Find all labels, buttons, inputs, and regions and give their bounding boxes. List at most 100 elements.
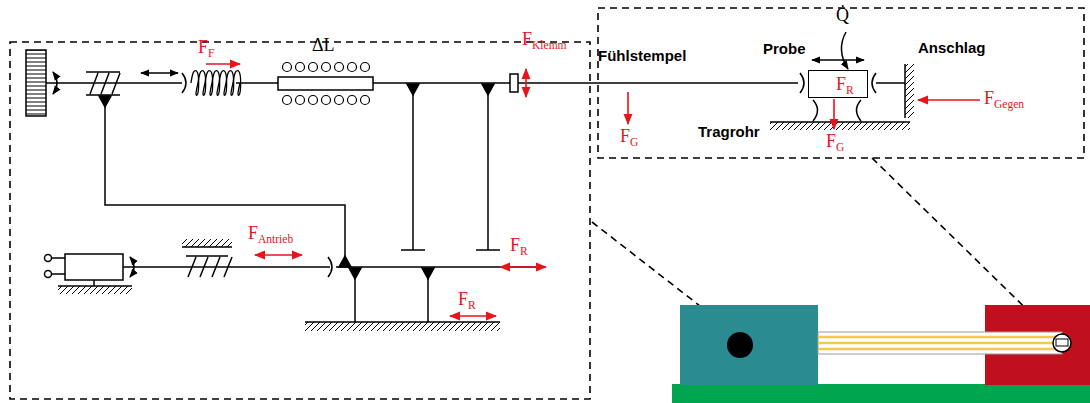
lower-drive (355, 279, 428, 322)
overview-apparatus (1053, 334, 1071, 352)
symbol-base: F (836, 74, 846, 94)
lower-drive (65, 254, 123, 280)
overview-apparatus (818, 332, 1062, 354)
upper-drive (401, 95, 500, 250)
symbol-subscript: Gegen (994, 98, 1024, 110)
force-symbol: FKlemm (522, 30, 567, 50)
sample-detail (812, 59, 864, 61)
coil-winding (361, 96, 370, 105)
symbol-base: F (248, 223, 258, 243)
lower-drive (45, 255, 52, 262)
force-symbol: FG (620, 127, 638, 147)
spring-coil (212, 71, 220, 96)
coil-winding (348, 96, 357, 105)
upper-drive (373, 82, 798, 84)
upper-drive (482, 84, 494, 95)
coil-winding (348, 63, 357, 72)
spring-coil (198, 71, 206, 96)
symbol-subscript: Klemm (532, 39, 567, 51)
upper-drive (26, 50, 798, 256)
lower-drive (422, 268, 434, 279)
lower-drive (336, 266, 545, 268)
sample-detail (841, 32, 848, 69)
symbol-subscript: Antrieb (258, 233, 293, 245)
lower-drive (339, 256, 351, 267)
lower-drive (186, 256, 232, 277)
sample-box: Probe (808, 70, 868, 98)
symbol-base: F (522, 29, 532, 49)
lower-drive (349, 268, 361, 279)
force-arrow (500, 266, 546, 268)
overview-apparatus (680, 305, 818, 385)
part-name: Tragrohr (698, 124, 760, 141)
force-symbol: FG (826, 132, 844, 152)
upper-drive (278, 77, 373, 90)
upper-drive (510, 74, 518, 92)
upper-drive (407, 84, 419, 95)
symbol-label: Q̇ (836, 6, 849, 26)
spring-coil (219, 71, 227, 96)
spring-coil (226, 71, 234, 96)
sensor-coil (283, 63, 370, 105)
force-arrow (918, 99, 980, 101)
force-arrow (627, 92, 629, 124)
symbol-base: F (458, 289, 468, 309)
force-arrow (206, 63, 240, 65)
force-symbol: FGegen (984, 89, 1024, 109)
symbol-label: ΔL (312, 36, 335, 56)
sample-detail (876, 82, 905, 84)
coil-winding (361, 63, 370, 72)
lower-drive (45, 239, 546, 331)
sample-detail (800, 73, 804, 93)
sample-detail (813, 100, 861, 121)
coil-winding (296, 63, 305, 72)
upper-drive (26, 50, 46, 116)
force-symbol: FR (836, 75, 854, 95)
sample-heading: Probe (763, 40, 806, 57)
lower-drive (182, 239, 232, 247)
lower-drive (52, 258, 65, 274)
coil-winding (296, 96, 305, 105)
upper-drive (236, 82, 278, 84)
lower-drive (123, 266, 330, 268)
spring-coil (191, 71, 199, 96)
force-arrow (450, 315, 496, 317)
sample-detail (905, 64, 914, 118)
lower-drive (93, 280, 95, 286)
upper-drive (86, 72, 120, 95)
coil-winding (322, 63, 331, 72)
detail-frame (10, 8, 1084, 399)
overview-apparatus (727, 332, 753, 358)
force-symbol: FR (458, 290, 476, 310)
overview-apparatus (1056, 339, 1068, 346)
force-arrow (255, 254, 302, 256)
coil-winding (335, 96, 344, 105)
upper-drive (141, 72, 178, 74)
coil-winding (283, 96, 292, 105)
lower-drive (305, 322, 500, 331)
symbol-base: F (826, 131, 836, 151)
symbol-base: F (510, 235, 520, 255)
upper-drive (105, 107, 345, 256)
symbol-subscript: F (208, 47, 214, 59)
overview-apparatus (818, 337, 1062, 349)
force-symbol: FR (510, 236, 528, 256)
upper-drive (99, 96, 111, 107)
symbol-base: F (198, 37, 208, 57)
lower-drive (328, 257, 332, 277)
symbol-subscript: G (836, 141, 844, 153)
force-arrow (833, 99, 835, 129)
force-symbol: FAntrieb (248, 224, 293, 244)
detail-frame (10, 42, 590, 399)
upper-drive (182, 73, 186, 93)
part-name: Fühlstempel (598, 48, 686, 65)
coil-winding (322, 96, 331, 105)
symbol-subscript: R (468, 299, 476, 311)
spring-coil (205, 71, 213, 96)
symbol-base: F (984, 88, 994, 108)
coil-winding (335, 63, 344, 72)
sample-detail (872, 73, 876, 93)
part-name: Anschlag (918, 40, 986, 57)
overview-apparatus (672, 305, 1090, 403)
